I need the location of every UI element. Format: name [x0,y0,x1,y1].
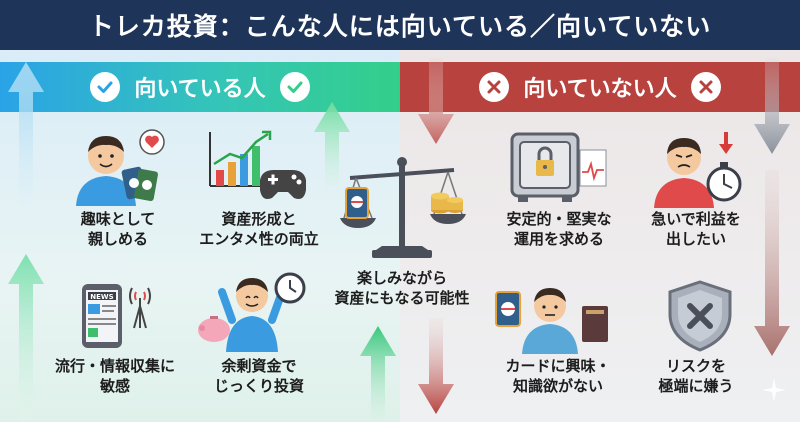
item-hobby: 趣味として 親しめる [48,209,188,250]
item-hobby-line2: 親しめる [87,230,148,249]
down-arrow-icon [418,318,454,414]
growth-chart-controller-icon [209,130,306,199]
up-arrow-icon [8,254,44,420]
hurried-person-stopwatch-icon [654,132,742,208]
down-arrow-icon [754,170,790,356]
item-risk-averse: リスクを 極端に嫌う [626,356,766,397]
relaxed-saver-icon [198,272,306,352]
item-spare-funds-line1: 余剰資金で [221,357,297,375]
balance-scale-icon [340,157,466,258]
item-spare-funds-line2: じっくり投資 [213,377,304,396]
item-stable-investing-line2: 運用を求める [513,230,604,249]
suitable-header: 向いている人 [0,62,400,112]
up-arrow-icon [8,62,44,218]
check-icon [90,72,121,102]
item-quick-profit-line1: 急いで利益を [651,210,741,228]
hobby-person-icon [76,129,165,206]
center-message-line1: 楽しみながら [356,269,447,287]
center-message: 楽しみながら 資産にもなる可能性 [310,268,494,309]
cross-icon [479,72,510,102]
item-no-interest: カードに興味・ 知識欲がない [478,356,638,397]
item-quick-profit-line2: 出したい [665,230,726,249]
shield-x-icon [668,280,732,352]
item-risk-averse-line2: 極端に嫌う [658,377,734,396]
item-trend-info-line1: 流行・情報収集に [54,357,175,375]
item-asset-entertainment: 資産形成と エンタメ性の両立 [184,209,334,250]
safe-lock-icon [510,132,607,202]
right-background [400,50,800,422]
item-stable-investing-line1: 安定的・堅実な [506,210,612,228]
item-quick-profit: 急いで利益を 出したい [626,209,766,250]
check-icon [279,72,310,102]
down-arrow-icon [418,58,454,144]
item-asset-entertainment-line2: エンタメ性の両立 [199,230,319,249]
uninterested-person-icon [495,288,608,354]
item-spare-funds: 余剰資金で じっくり投資 [184,356,334,397]
item-no-interest-line2: 知識欲がない [512,377,603,396]
unsuitable-header-label: 向いていない人 [523,77,677,102]
suitable-header-label: 向いている人 [134,77,266,102]
svg-text:NEWS: NEWS [90,293,113,301]
title-bar: トレカ投資：こんな人には向いている／向いていない [0,0,800,50]
page-title: トレカ投資：こんな人には向いている／向いていない [88,12,712,41]
center-message-line2: 資産にもなる可能性 [334,289,470,308]
sparkle-icon [762,378,786,402]
cross-icon [690,72,721,102]
down-arrow-icon [754,58,790,154]
item-hobby-line1: 趣味として [80,210,156,228]
unsuitable-header: 向いていない人 [400,62,800,112]
item-no-interest-line1: カードに興味・ [505,357,611,375]
item-asset-entertainment-line1: 資産形成と [221,210,297,228]
news-phone-icon: NEWS [82,284,151,348]
up-arrow-icon [314,102,350,188]
item-stable-investing: 安定的・堅実な 運用を求める [484,209,634,250]
item-trend-info-line2: 敏感 [99,377,130,396]
item-risk-averse-line1: リスクを [665,357,726,375]
up-arrow-icon [360,326,396,422]
item-trend-info: 流行・情報収集に 敏感 [40,356,190,397]
